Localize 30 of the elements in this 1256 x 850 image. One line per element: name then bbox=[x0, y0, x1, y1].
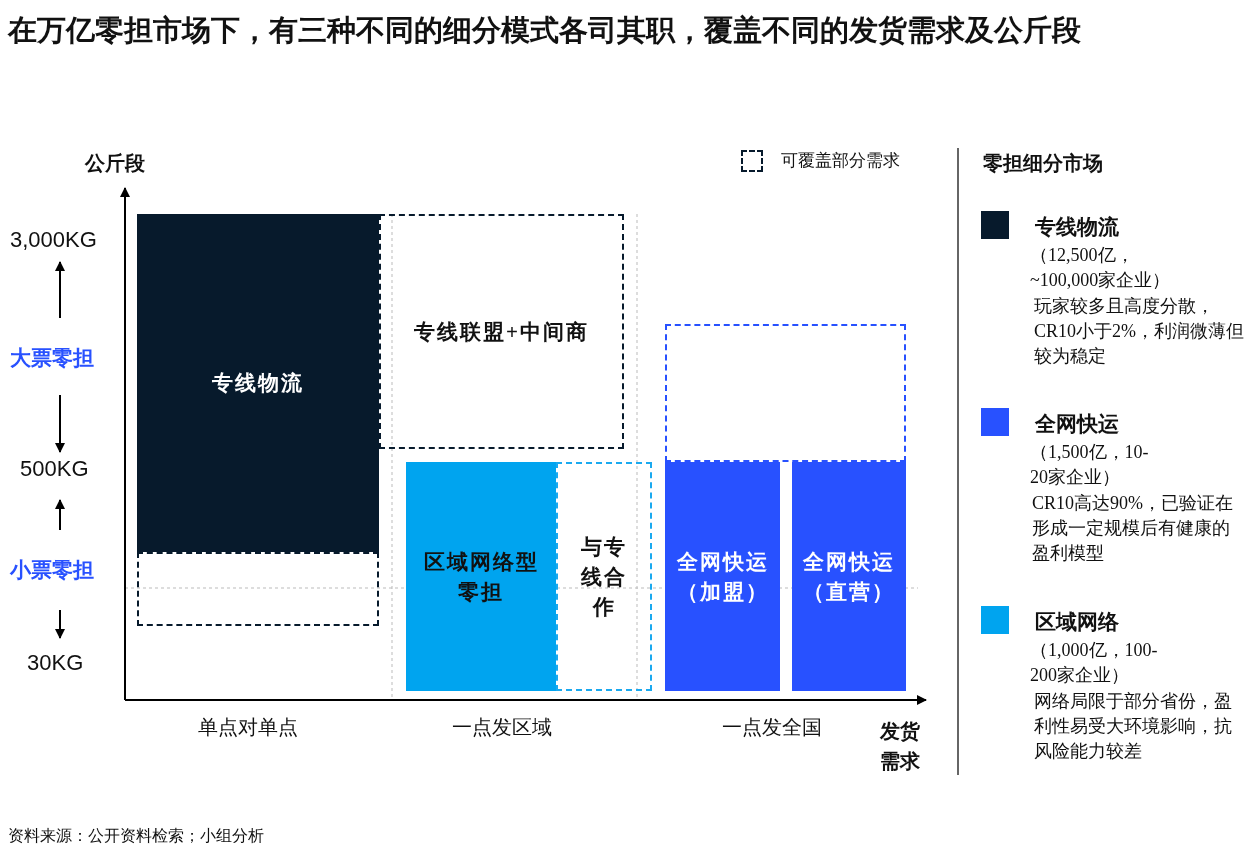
dashed-block: 与专线合作 bbox=[556, 462, 652, 691]
legend-title: 零担细分市场 bbox=[983, 151, 1103, 176]
market-block: 全网快运（直营） bbox=[792, 462, 906, 691]
legend-detail: 网络局限于部分省份，盈利性易受大环境影响，抗风险能力较差 bbox=[1034, 690, 1233, 763]
legend-detail: （12,500亿，~100,000家企业） bbox=[1030, 244, 1172, 292]
legend-detail: CR10高达90%，已验证在形成一定规模后有健康的盈利模型 bbox=[1032, 492, 1234, 565]
title: 在万亿零担市场下，有三种不同的细分模式各司其职，覆盖不同的发货需求及公斤段 bbox=[8, 13, 1082, 48]
category-label: 一点发全国 bbox=[722, 715, 822, 740]
market-block: 专线物流 bbox=[137, 214, 379, 552]
market-block: 区域网络型零担 bbox=[406, 462, 556, 691]
legend-detail: 玩家较多且高度分散，CR10小于2%，利润微薄但较为稳定 bbox=[1034, 295, 1245, 368]
source-note: 资料来源：公开资料检索；小组分析 bbox=[8, 826, 264, 846]
category-label: 一点发区域 bbox=[452, 715, 552, 740]
legend-label: 区域网络 bbox=[1035, 609, 1119, 636]
axis-value: 500KG bbox=[20, 456, 89, 482]
category-label: 小票零担 bbox=[10, 557, 94, 584]
category-label: 大票零担 bbox=[10, 345, 94, 372]
legend-detail: （1,000亿，100-200家企业） bbox=[1030, 639, 1159, 687]
legend-label: 可覆盖部分需求 bbox=[781, 150, 900, 172]
legend-detail: （1,500亿，10-20家企业） bbox=[1030, 441, 1150, 489]
dashed-block: 专线联盟+中间商 bbox=[379, 214, 624, 449]
axis-title: 发货需求 bbox=[880, 719, 921, 774]
axis-value: 3,000KG bbox=[10, 227, 97, 253]
dashed-box bbox=[137, 552, 379, 626]
legend-label: 专线物流 bbox=[1035, 214, 1119, 241]
category-label: 单点对单点 bbox=[198, 715, 298, 740]
market-block: 全网快运（加盟） bbox=[665, 462, 780, 691]
legend-label: 全网快运 bbox=[1035, 411, 1119, 438]
axis-title: 公斤段 bbox=[85, 151, 145, 176]
axis-value: 30KG bbox=[27, 650, 84, 676]
